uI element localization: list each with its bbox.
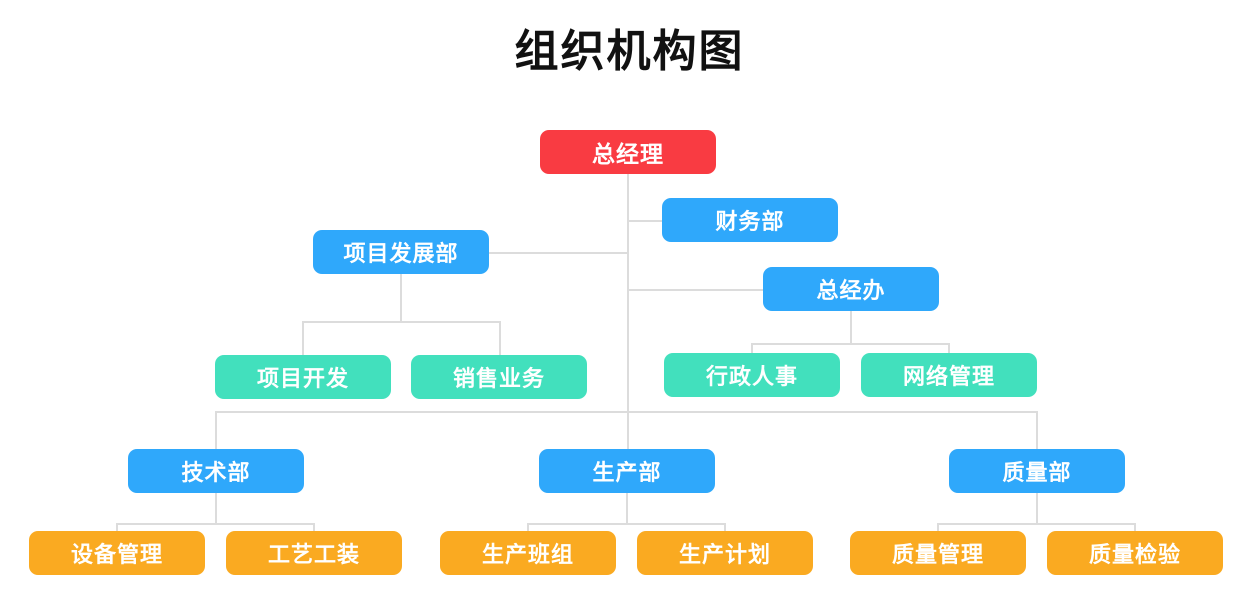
node-sales[interactable]: 销售业务 <box>411 355 587 399</box>
connector-prod-dept-stem <box>626 493 628 524</box>
node-gm-office[interactable]: 总经办 <box>763 267 939 311</box>
node-tech-dept[interactable]: 技术部 <box>128 449 304 493</box>
node-quality-dept[interactable]: 质量部 <box>949 449 1125 493</box>
node-finance[interactable]: 财务部 <box>662 198 838 242</box>
node-project-dev[interactable]: 项目发展部 <box>313 230 489 274</box>
connector-prod-dept-bus <box>528 523 726 525</box>
connector-tech-dept-bus <box>117 523 315 525</box>
connector-admin-hr-drop <box>751 343 753 354</box>
node-prod-dept[interactable]: 生产部 <box>539 449 715 493</box>
connector-network-mgmt-drop <box>948 343 950 354</box>
connector-dept-bus <box>216 411 1038 413</box>
node-gm[interactable]: 总经理 <box>540 130 716 174</box>
connector-tech-dept-stem <box>215 493 217 524</box>
connector-quality-dept-stem <box>1036 493 1038 524</box>
connector-project-dev-bus <box>303 321 501 323</box>
connector-gm-to-gm-office <box>627 289 764 291</box>
connector-tech-dept-drop <box>215 411 217 450</box>
connector-proj-develop-drop <box>302 321 304 355</box>
connector-gm-to-finance <box>627 220 663 222</box>
node-admin-hr[interactable]: 行政人事 <box>664 353 840 397</box>
connector-quality-insp-drop <box>1134 523 1136 532</box>
node-proj-develop[interactable]: 项目开发 <box>215 355 391 399</box>
connector-gm-office-stem <box>850 311 852 344</box>
node-network-mgmt[interactable]: 网络管理 <box>861 353 1037 397</box>
connector-prod-plan-drop <box>724 523 726 532</box>
connector-quality-dept-drop <box>1036 411 1038 450</box>
connector-process-tool-drop <box>313 523 315 532</box>
connector-equip-mgmt-drop <box>116 523 118 532</box>
node-prod-plan[interactable]: 生产计划 <box>637 531 813 575</box>
node-equip-mgmt[interactable]: 设备管理 <box>29 531 205 575</box>
node-prod-team[interactable]: 生产班组 <box>440 531 616 575</box>
connector-gm-trunk <box>627 174 629 452</box>
connector-project-dev-stem <box>400 274 402 322</box>
connector-prod-team-drop <box>527 523 529 532</box>
connector-quality-mgmt-drop <box>937 523 939 532</box>
node-process-tool[interactable]: 工艺工装 <box>226 531 402 575</box>
page-title: 组织机构图 <box>514 27 745 76</box>
connector-gm-to-project-dev <box>489 252 629 254</box>
connector-gm-office-bus <box>752 343 950 345</box>
node-quality-mgmt[interactable]: 质量管理 <box>850 531 1026 575</box>
connector-sales-drop <box>499 321 501 355</box>
connector-quality-dept-bus <box>938 523 1136 525</box>
node-quality-insp[interactable]: 质量检验 <box>1047 531 1223 575</box>
